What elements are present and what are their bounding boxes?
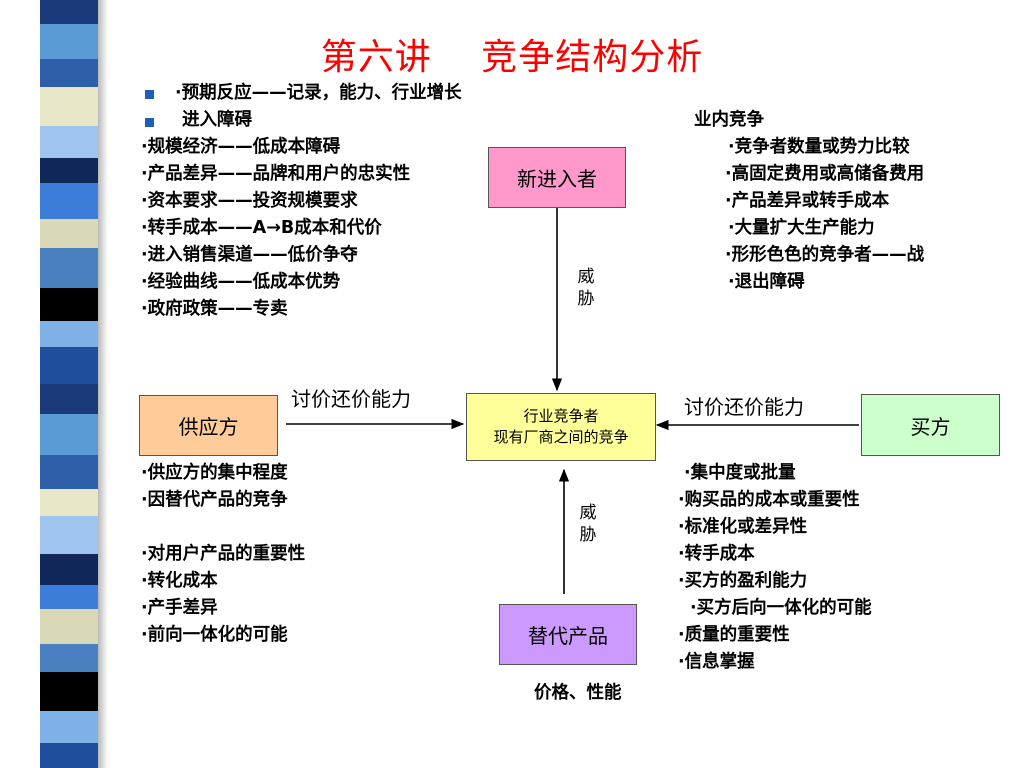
substitutes-box: 替代产品 (499, 604, 637, 665)
decorative-stripe (40, 0, 98, 24)
decorative-stripe (40, 248, 98, 288)
slide-title: 第六讲 竞争结构分析 (320, 37, 704, 78)
rivalry-item: ·大量扩大生产能力 (728, 218, 875, 238)
entry-barrier-item: ·进入销售渠道——低价争夺 (141, 245, 358, 265)
buyer-bargaining-label: 讨价还价能力 (684, 395, 804, 419)
entry-barrier-item: ·资本要求——投资规模要求 (141, 191, 358, 211)
entrant-threat-label: 威 胁 (575, 266, 597, 310)
square-bullet-icon (145, 118, 154, 127)
decorative-stripe (40, 87, 98, 126)
decorative-stripe (40, 644, 98, 672)
buyer-factor-item: ·购买品的成本或重要性 (678, 490, 860, 510)
decorative-stripe (40, 288, 98, 321)
supplier-factor-item: ·对用户产品的重要性 (141, 544, 306, 564)
decorative-stripe (40, 609, 98, 644)
buyers-box: 买方 (861, 394, 1000, 456)
buyer-factor-item: ·集中度或批量 (684, 463, 796, 483)
buyer-factor-item: ·标准化或差异性 (678, 517, 808, 537)
decorative-stripe (40, 24, 98, 59)
decorative-stripe-band (40, 0, 98, 768)
buyer-factor-item: ·买方后向一体化的可能 (690, 598, 872, 618)
supplier-bargaining-label: 讨价还价能力 (291, 387, 411, 411)
rivalry-item: ·竞争者数量或势力比较 (728, 137, 910, 157)
decorative-stripe (40, 347, 98, 384)
entry-barrier-item: ·经验曲线——低成本优势 (141, 272, 341, 292)
threat-char-1: 威 (579, 503, 597, 523)
threat-char-1: 威 (577, 267, 595, 287)
buyer-factor-item: ·买方的盈利能力 (678, 571, 808, 591)
decorative-stripe (40, 219, 98, 248)
decorative-stripe (40, 158, 98, 183)
supplier-factor-item: ·因替代产品的竞争 (141, 490, 288, 510)
buyer-factor-item: ·质量的重要性 (678, 625, 790, 645)
buyer-factor-item: ·信息掌握 (678, 652, 755, 672)
decorative-stripe (40, 672, 98, 711)
industry-competitors-box: 行业竞争者 现有厂商之间的竞争 (466, 393, 656, 461)
threat-char-2: 胁 (577, 289, 595, 309)
decorative-stripe (40, 384, 98, 414)
decorative-stripe (40, 183, 98, 219)
decorative-stripe (40, 455, 98, 489)
entry-barrier-item: ·规模经济——低成本障碍 (141, 137, 341, 157)
expected-reaction-text: ·预期反应——记录，能力、行业增长 (175, 83, 462, 103)
rivalry-item: ·形形色色的竞争者——战 (725, 245, 925, 265)
decorative-stripe (40, 321, 98, 347)
entry-barrier-item: ·产品差异——品牌和用户的忠实性 (141, 164, 411, 184)
supplier-factor-item: ·供应方的集中程度 (141, 463, 288, 483)
substitute-threat-label: 威 胁 (577, 502, 599, 546)
decorative-stripe (40, 516, 98, 554)
decorative-stripe (40, 414, 98, 455)
rivalry-item: ·高固定费用或高储备费用 (725, 164, 925, 184)
decorative-stripe (40, 554, 98, 585)
decorative-stripe (40, 489, 98, 516)
rivalry-item: ·产品差异或转手成本 (725, 191, 890, 211)
suppliers-box: 供应方 (139, 395, 278, 456)
decorative-stripe (40, 743, 98, 768)
entry-barrier-item: ·转手成本——A→B成本和代价 (141, 218, 382, 238)
rivalry-heading: 业内竞争 (694, 110, 764, 130)
supplier-factor-item: ·产手差异 (141, 598, 218, 618)
existing-rivalry-label: 现有厂商之间的竞争 (493, 428, 629, 446)
decorative-stripe (40, 59, 98, 87)
decorative-stripe (40, 711, 98, 743)
new-entrants-box: 新进入者 (488, 147, 626, 208)
industry-competitors-label: 行业竞争者 (523, 407, 599, 425)
supplier-factor-item: ·前向一体化的可能 (141, 625, 288, 645)
threat-char-2: 胁 (579, 525, 597, 545)
rivalry-item: ·退出障碍 (728, 272, 805, 292)
decorative-stripe (40, 585, 98, 609)
substitute-note: 价格、性能 (534, 683, 622, 703)
entry-barriers-heading: 进入障碍 (182, 110, 252, 130)
square-bullet-icon (145, 90, 154, 99)
band-shadow (98, 0, 108, 768)
buyer-factor-item: ·转手成本 (678, 544, 755, 564)
entry-barrier-item: ·政府政策——专卖 (141, 299, 288, 319)
supplier-factor-item: ·转化成本 (141, 571, 218, 591)
decorative-stripe (40, 126, 98, 158)
